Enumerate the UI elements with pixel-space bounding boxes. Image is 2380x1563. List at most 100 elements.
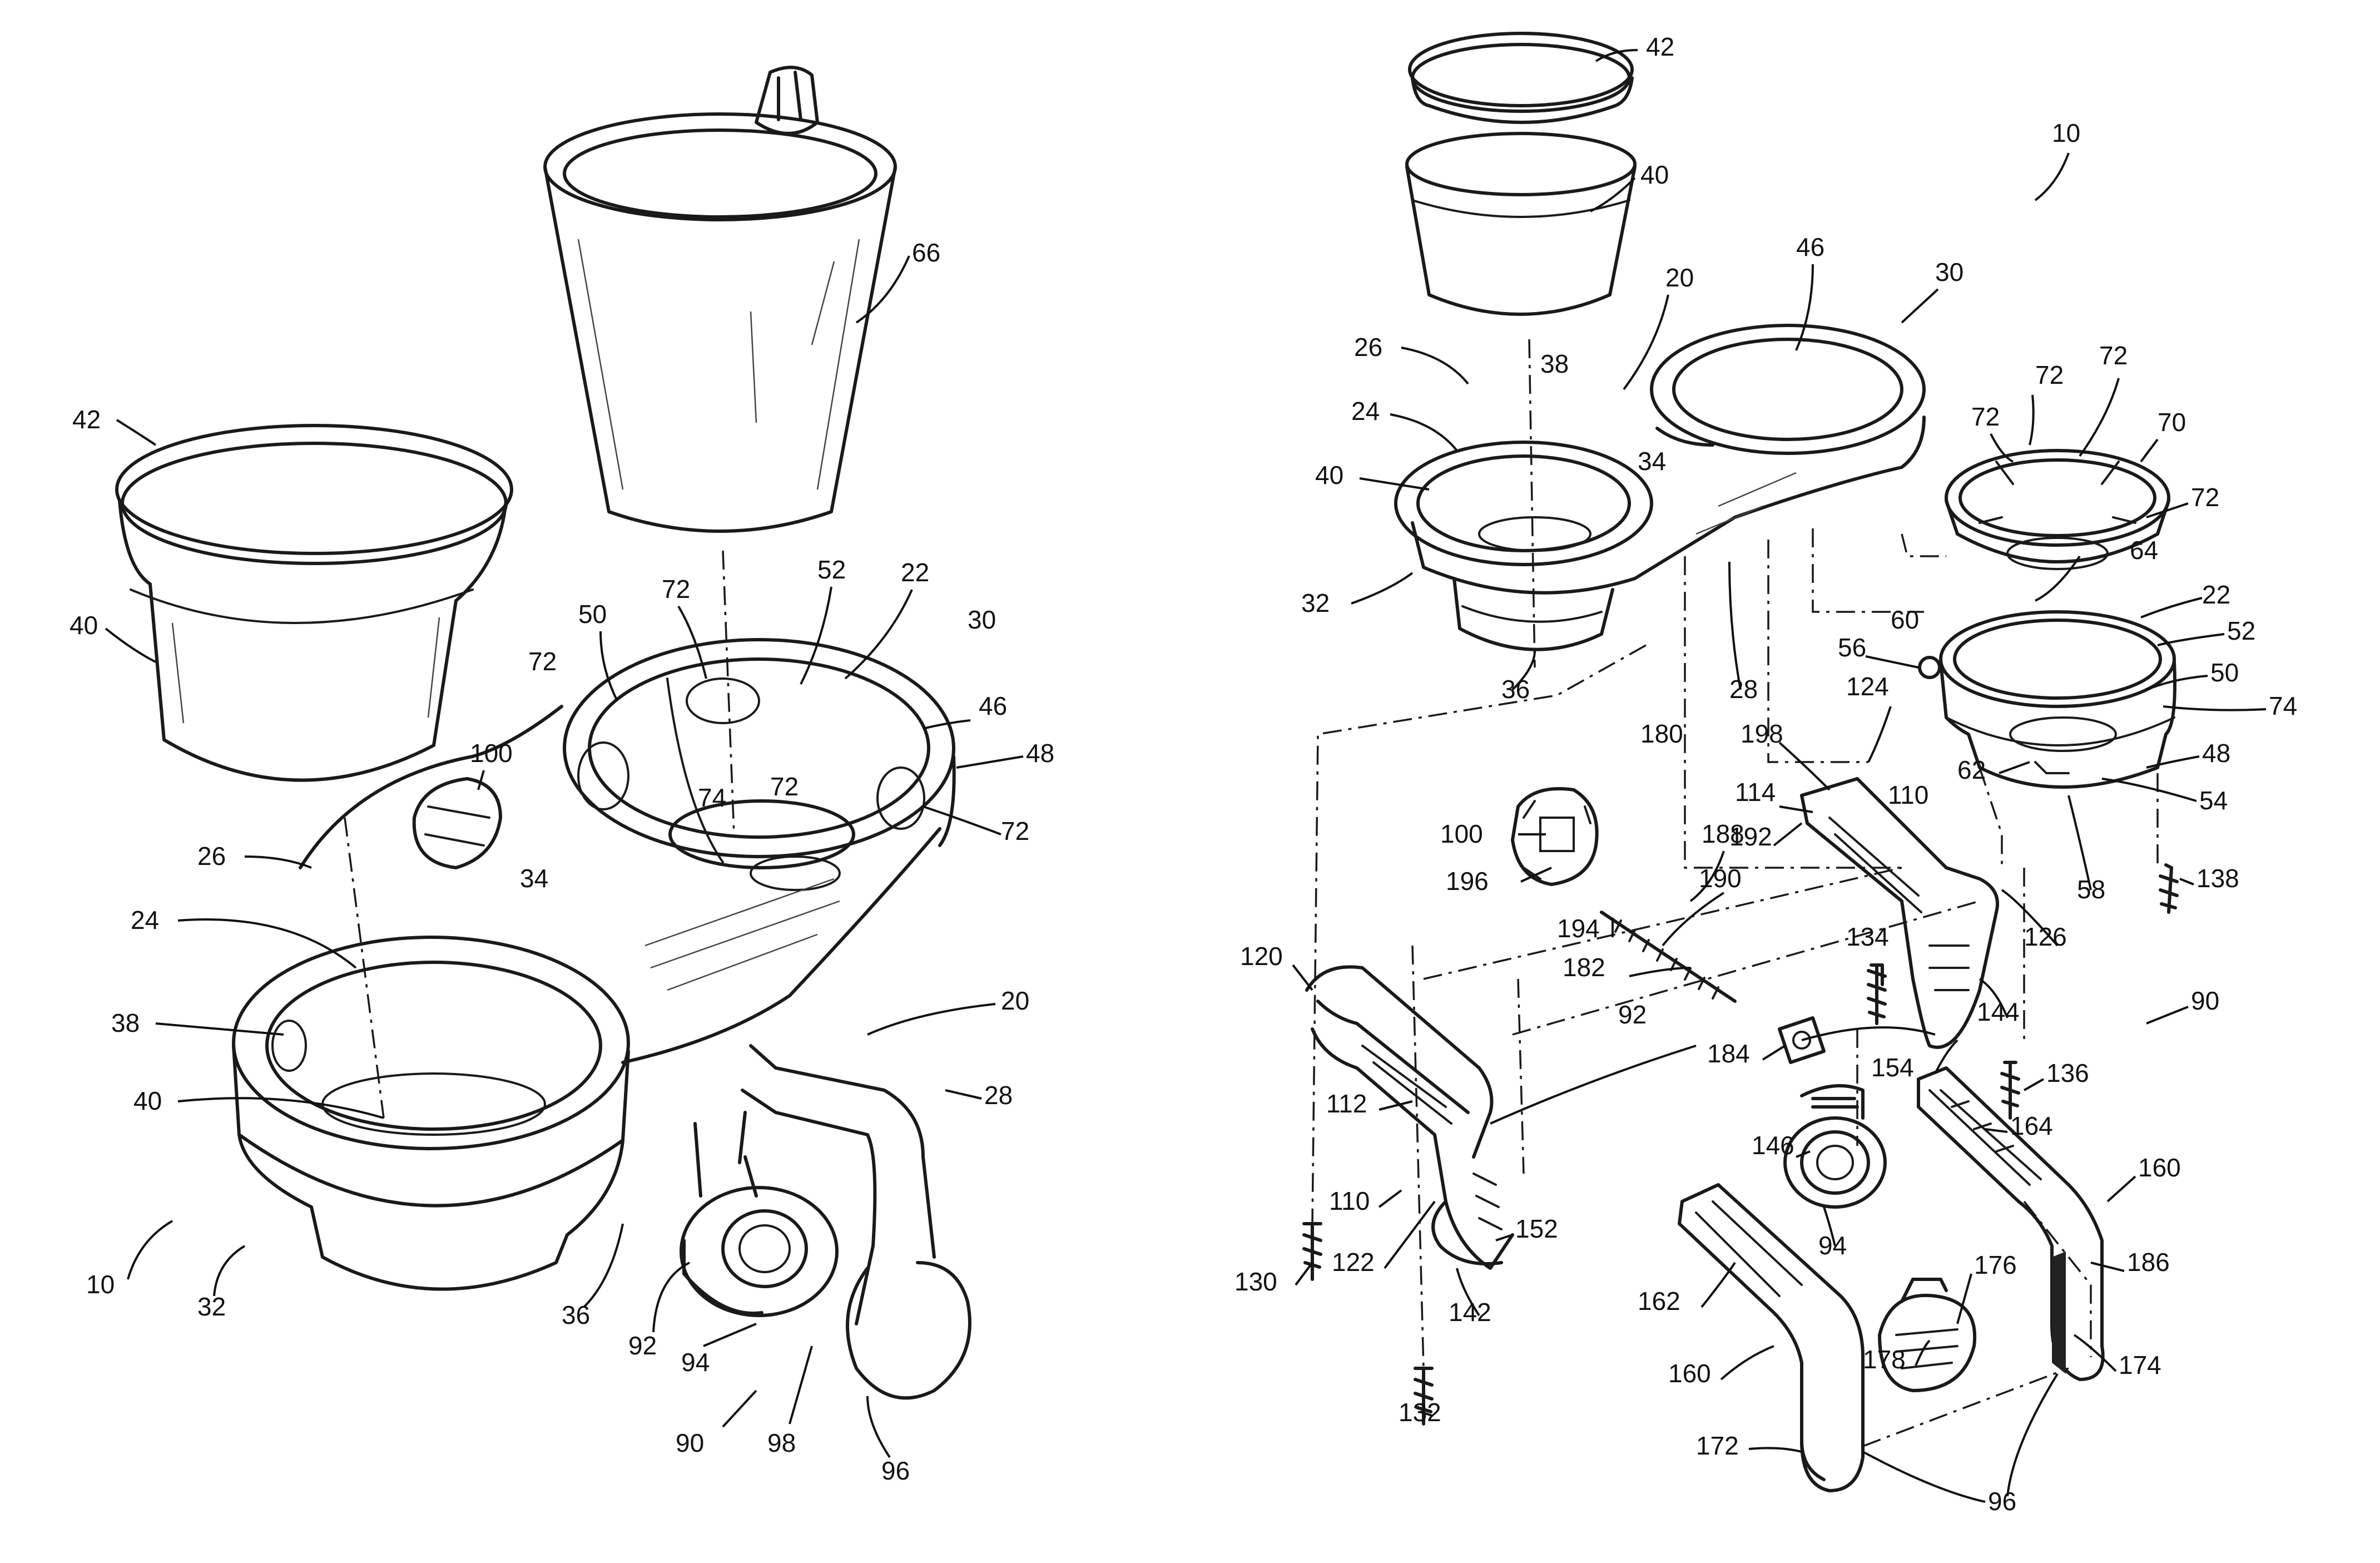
callout: 22: [2202, 580, 2230, 609]
callout: 90: [2191, 986, 2219, 1015]
callout: 74: [2269, 691, 2297, 720]
callouts-assembled: 42 40 66 100 26 24 38 40 50 72 52 22 30 …: [70, 238, 1054, 1485]
callout: 160: [2138, 1153, 2181, 1182]
callout: 40: [133, 1086, 162, 1115]
callout: 132: [1399, 1398, 1441, 1427]
exploded-assembly-lines: [1312, 528, 2158, 1446]
callout: 42: [1646, 32, 1674, 61]
callout: 38: [1540, 349, 1569, 378]
callout: 96: [1988, 1487, 2016, 1516]
callout: 160: [1668, 1359, 1711, 1388]
callout: 92: [628, 1331, 657, 1360]
callout: 52: [2227, 616, 2255, 645]
callout: 72: [1971, 402, 2000, 431]
callout: 134: [1846, 922, 1889, 951]
tray-body: [234, 640, 954, 1289]
insert-cup-with-lid: [117, 426, 512, 780]
plate-176: [1880, 1279, 1975, 1391]
callout: 20: [1665, 263, 1694, 292]
callout: 136: [2046, 1059, 2089, 1087]
callout: 184: [1707, 1039, 1750, 1068]
callout: 74: [698, 783, 726, 812]
callout: 40: [1640, 160, 1669, 189]
callout: 46: [1796, 233, 1824, 261]
callout: 40: [1315, 461, 1343, 489]
callout: 22: [901, 558, 929, 587]
callout: 94: [681, 1348, 710, 1377]
callout: 196: [1446, 867, 1489, 896]
callout: 144: [1977, 997, 2020, 1026]
callout: 20: [1001, 986, 1029, 1015]
callout: 72: [528, 647, 557, 676]
callout: 70: [2158, 408, 2186, 437]
callout: 10: [86, 1270, 115, 1299]
callout: 64: [2130, 536, 2158, 565]
sippy-cup: [545, 67, 895, 531]
callout: 90: [676, 1428, 704, 1457]
callout: 152: [1515, 1214, 1558, 1243]
callout: 130: [1234, 1267, 1277, 1296]
clamp-assembly: [681, 1046, 970, 1398]
callout: 48: [2202, 739, 2230, 768]
callout: 72: [2035, 360, 2064, 389]
callout: 72: [662, 575, 690, 604]
callout: 124: [1846, 672, 1889, 701]
callout: 100: [470, 739, 513, 768]
callout: 60: [1891, 605, 1919, 634]
callout: 122: [1332, 1248, 1375, 1277]
callout: 36: [1501, 675, 1530, 704]
callout: 180: [1640, 719, 1683, 748]
callout: 126: [2024, 922, 2067, 951]
callout: 24: [131, 906, 159, 934]
callout: 186: [2127, 1248, 2170, 1277]
callout: 198: [1741, 719, 1783, 748]
callout: 66: [912, 238, 940, 267]
callout: 110: [1888, 780, 1928, 809]
callout: 110: [1329, 1186, 1370, 1215]
callout: 188: [1702, 819, 1744, 848]
callout: 72: [2191, 483, 2219, 512]
callout: 32: [197, 1292, 226, 1321]
callout: 182: [1563, 953, 1605, 982]
callout: 98: [767, 1428, 796, 1457]
assembled-centerlines: [345, 551, 734, 1118]
exploded-view: [1304, 33, 2177, 1491]
callout: 62: [1957, 755, 1986, 784]
callout: 72: [770, 772, 799, 801]
callout: 32: [1301, 588, 1330, 617]
callout: 26: [197, 842, 226, 870]
callout: 42: [72, 405, 101, 434]
button-94: [1785, 1086, 1885, 1207]
callout: 178: [1863, 1345, 1906, 1374]
exploded-tray: [1396, 325, 1924, 650]
exploded-lid-cup: [1407, 33, 1635, 667]
callout: 72: [1001, 817, 1029, 845]
callout: 174: [2119, 1351, 2161, 1379]
callout: 96: [881, 1456, 910, 1485]
callout: 138: [2196, 864, 2239, 893]
assembled-view: [117, 67, 970, 1398]
callout: 26: [1354, 333, 1382, 362]
callout: 194: [1557, 914, 1600, 943]
clamp-housing-right: [1802, 779, 1997, 1047]
callout: 114: [1735, 778, 1776, 807]
callout: 164: [2010, 1111, 2053, 1140]
callout: 28: [1729, 675, 1758, 704]
callout: 46: [979, 691, 1007, 720]
callout: 162: [1638, 1287, 1680, 1315]
callout: 112: [1326, 1089, 1367, 1118]
callout: 72: [2099, 341, 2128, 370]
callout: 50: [2210, 658, 2239, 687]
callout: 54: [2199, 786, 2228, 815]
callout: 172: [1696, 1431, 1739, 1460]
callout: 146: [1752, 1131, 1794, 1160]
callout: 30: [1935, 258, 1964, 286]
callout: 40: [70, 611, 98, 640]
callout: 48: [1026, 739, 1054, 768]
callout: 120: [1240, 942, 1283, 971]
callout: 34: [520, 864, 548, 893]
callout: 28: [984, 1081, 1013, 1110]
callout: 50: [578, 600, 607, 629]
callout: 38: [111, 1008, 140, 1037]
